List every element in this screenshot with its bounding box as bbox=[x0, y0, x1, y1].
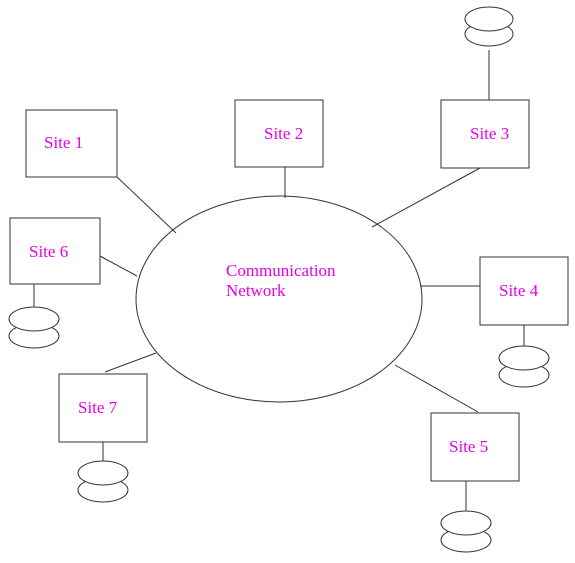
site-3-label: Site 3 bbox=[470, 124, 509, 143]
network-label-line1: Communication bbox=[226, 261, 336, 280]
site-3: Site 3 bbox=[440, 6, 530, 169]
site-5-storage-icon bbox=[440, 510, 492, 553]
connector-site-3 bbox=[371, 167, 481, 228]
site-3-box bbox=[440, 99, 530, 169]
site-4-box bbox=[479, 256, 569, 326]
site-5-box bbox=[430, 412, 520, 482]
site-6-box bbox=[9, 217, 101, 285]
site-1-box bbox=[25, 109, 118, 178]
site-2: Site 2 bbox=[234, 99, 324, 168]
site-2-box bbox=[234, 99, 324, 168]
site-5-label: Site 5 bbox=[449, 437, 488, 456]
site-1: Site 1 bbox=[25, 109, 118, 178]
connector-site-5 bbox=[394, 364, 479, 413]
site-7-storage-icon bbox=[77, 460, 129, 503]
site-7-box bbox=[58, 373, 148, 443]
connector-lines bbox=[99, 167, 481, 413]
connector-site-6 bbox=[99, 255, 138, 277]
site-6: Site 6 bbox=[8, 217, 101, 349]
site-2-label: Site 2 bbox=[264, 124, 303, 143]
site-6-storage-icon bbox=[8, 306, 60, 349]
site-4: Site 4 bbox=[479, 256, 569, 388]
site-7: Site 7 bbox=[58, 373, 148, 503]
site-4-label: Site 4 bbox=[499, 281, 539, 300]
site-5: Site 5 bbox=[430, 412, 520, 553]
communication-network-ellipse bbox=[135, 195, 423, 403]
connector-site-1 bbox=[116, 176, 177, 234]
site-4-storage-icon bbox=[498, 345, 550, 388]
connector-site-7 bbox=[104, 352, 157, 373]
site-1-label: Site 1 bbox=[44, 133, 83, 152]
site-7-label: Site 7 bbox=[78, 398, 118, 417]
site-3-storage-icon bbox=[464, 6, 514, 47]
site-6-label: Site 6 bbox=[29, 242, 68, 261]
network-label-line2: Network bbox=[226, 281, 286, 300]
